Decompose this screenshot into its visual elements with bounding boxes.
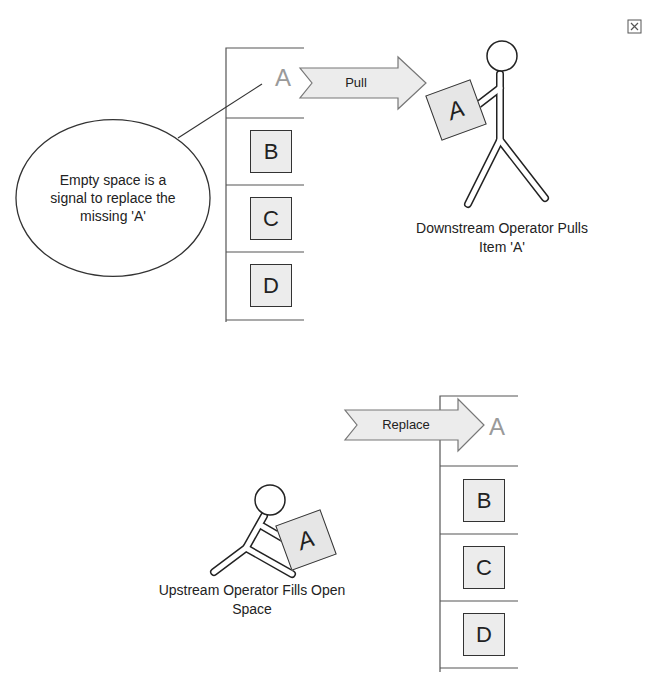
pull-arrow	[300, 57, 426, 109]
shelf-item: D	[463, 613, 505, 656]
item-letter: A	[444, 96, 467, 124]
item-letter: D	[476, 624, 492, 646]
shelf-item: B	[250, 130, 292, 173]
operator-caption: Upstream Operator Fills Open Space	[157, 581, 347, 619]
replace-arrow	[345, 399, 484, 451]
item-letter: D	[263, 275, 279, 297]
callout-ellipse: Empty space is a signal to replace the m…	[14, 118, 212, 278]
arrow-label: Pull	[345, 74, 367, 92]
shelf-item: C	[250, 197, 292, 240]
empty-slot-letter: A	[275, 62, 291, 94]
shelf-item: B	[463, 479, 505, 522]
item-letter: C	[263, 208, 279, 230]
carried-item: A	[425, 79, 487, 141]
item-letter: A	[294, 526, 317, 554]
empty-slot-letter: A	[489, 411, 505, 443]
shelf-item: D	[250, 264, 292, 307]
callout-text: Empty space is a signal to replace the m…	[47, 171, 179, 226]
shelf	[226, 48, 304, 322]
item-letter: B	[264, 141, 279, 163]
carried-item: A	[275, 509, 337, 571]
item-letter: C	[476, 557, 492, 579]
arrow-label: Replace	[382, 416, 430, 434]
operator-caption: Downstream Operator Pulls Item 'A'	[407, 219, 597, 257]
shelf-item: C	[463, 546, 505, 589]
image-icon	[628, 20, 641, 33]
item-letter: B	[477, 490, 492, 512]
